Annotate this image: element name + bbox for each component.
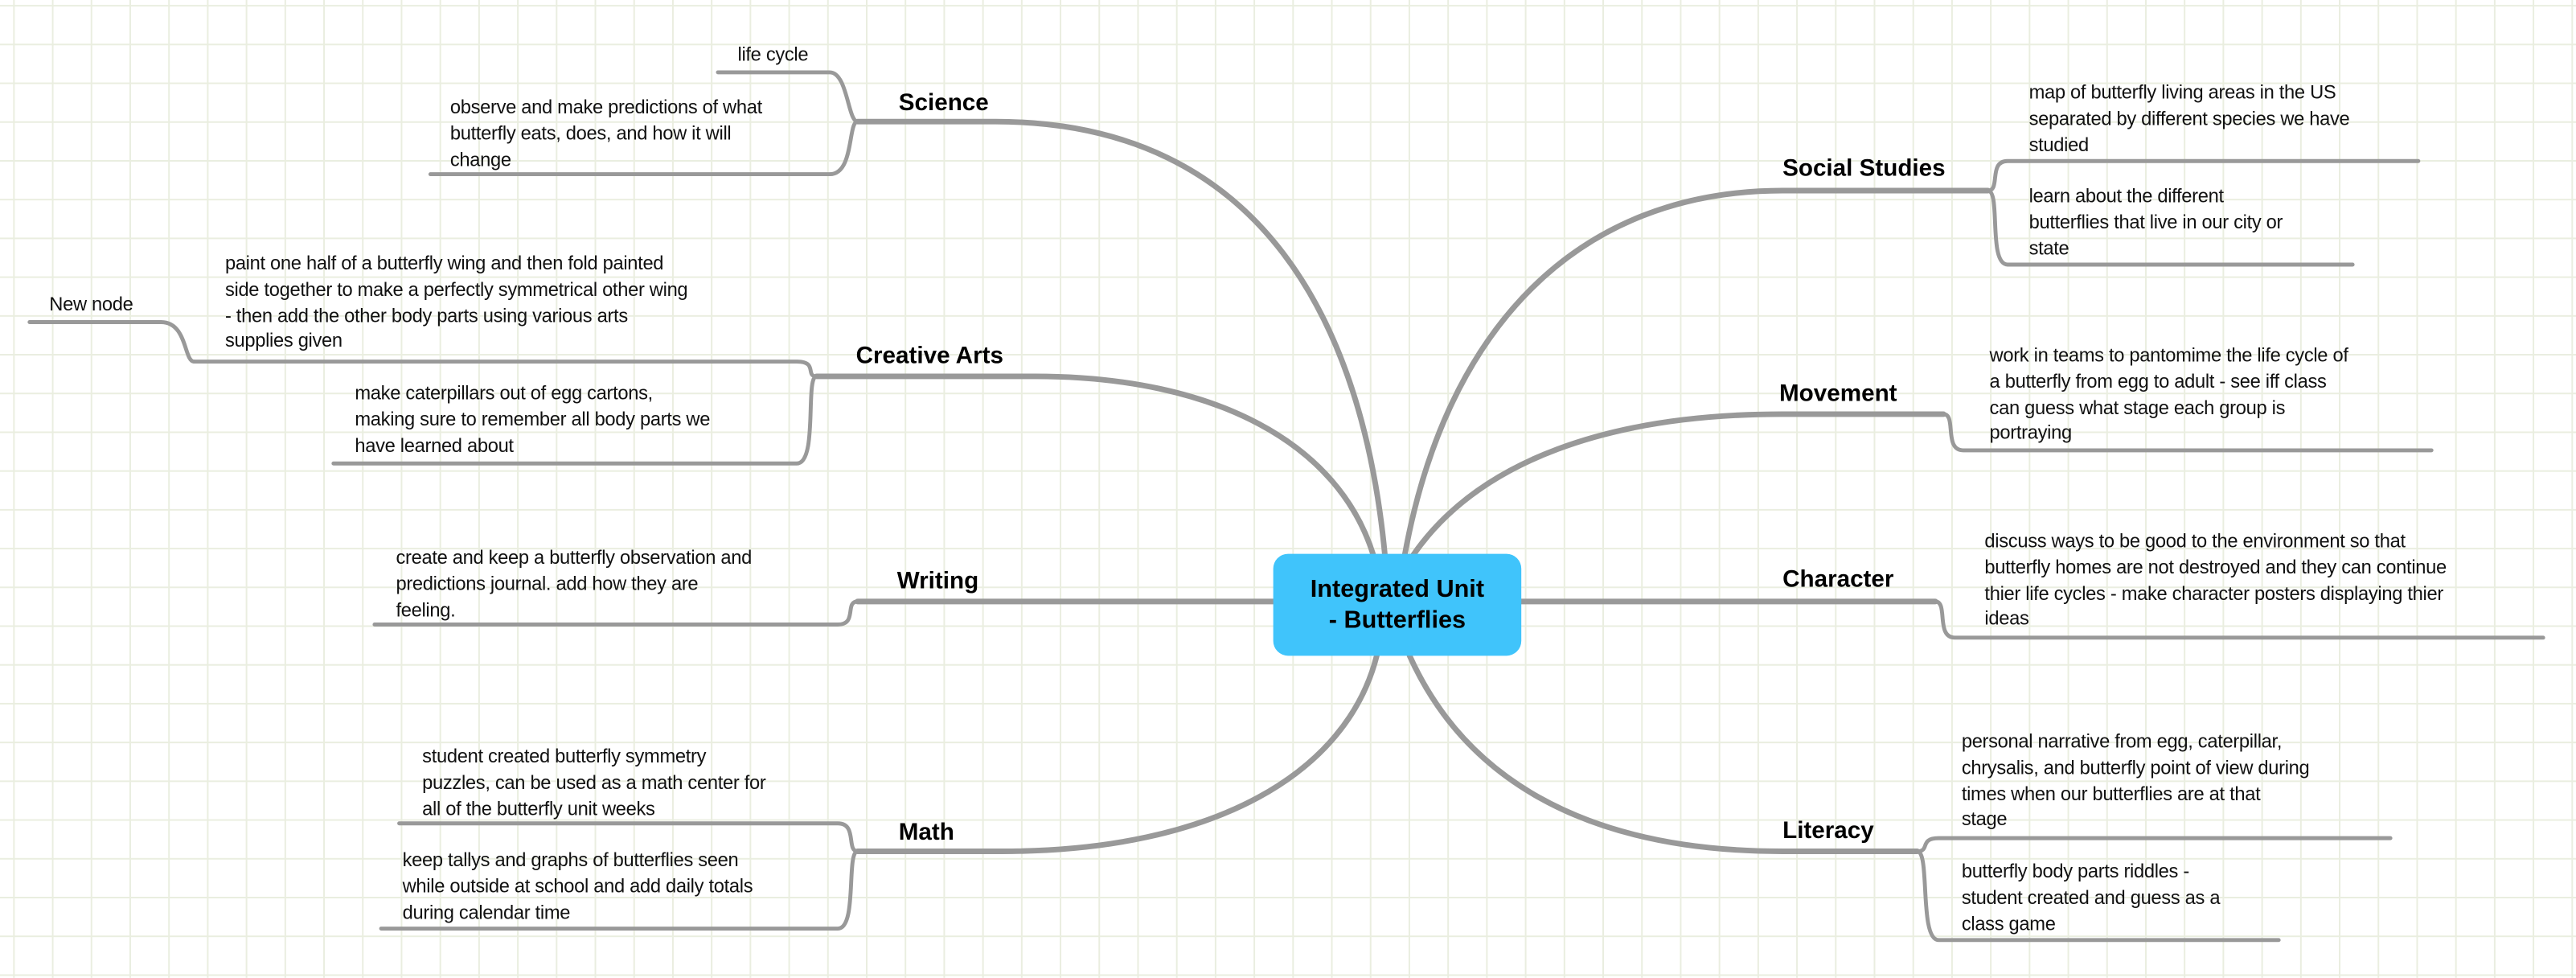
- connector-science-1: [716, 70, 860, 124]
- subtopic-writing-journal[interactable]: create and keep a butterfly observation …: [396, 547, 752, 621]
- topic-social-studies[interactable]: Social Studies: [1782, 156, 1946, 183]
- topic-math[interactable]: Math: [898, 820, 954, 847]
- connector-movement: [1409, 411, 1946, 559]
- connector-literacy: [1406, 652, 1921, 854]
- topic-movement[interactable]: Movement: [1779, 381, 1897, 408]
- subtopic-social-map[interactable]: map of butterfly living areas in the US …: [2028, 82, 2350, 156]
- subtopic-math-tallys[interactable]: keep tallys and graphs of butterflies se…: [402, 849, 753, 923]
- connector-science-2: [428, 119, 860, 177]
- topic-creative-arts[interactable]: Creative Arts: [855, 343, 1003, 370]
- connector-literacy-2: [1915, 849, 2281, 943]
- topic-literacy[interactable]: Literacy: [1782, 818, 1874, 845]
- connector-literacy-1: [1915, 836, 2393, 853]
- subtopic-science-observe[interactable]: observe and make predictions of what but…: [449, 97, 762, 171]
- connector-character-1: [1933, 599, 2545, 640]
- connector-movement-1: [1941, 412, 2434, 453]
- subtopic-social-learn[interactable]: learn about the different butterflies th…: [2028, 185, 2283, 260]
- connector-creative-1: [191, 360, 819, 379]
- connector-writing-1: [372, 599, 860, 627]
- central-topic[interactable]: Integrated Unit - Butterflies: [1273, 553, 1522, 656]
- connector-creative-2: [331, 374, 819, 466]
- subtopic-creative-caterpillars[interactable]: make caterpillars out of egg cartons, ma…: [355, 383, 711, 457]
- topic-character[interactable]: Character: [1782, 566, 1894, 594]
- topic-science[interactable]: Science: [898, 90, 989, 117]
- connector-social-1: [1986, 158, 2421, 193]
- connector-math-1: [397, 821, 860, 853]
- connector-new-node: [27, 320, 196, 364]
- subtopic-character-environment[interactable]: discuss ways to be good to the environme…: [1984, 531, 2447, 631]
- subtopic-literacy-narrative[interactable]: personal narrative from egg, caterpillar…: [1961, 731, 2310, 831]
- subtopic-creative-paint[interactable]: paint one half of a butterfly wing and t…: [224, 253, 688, 353]
- connector-social-2: [1986, 188, 2355, 267]
- subtopic-literacy-riddles[interactable]: butterfly body parts riddles - student c…: [1961, 861, 2221, 935]
- subtopic-new-node[interactable]: New node: [49, 294, 133, 316]
- subtopic-movement-pantomime[interactable]: work in teams to pantomime the life cycl…: [1989, 345, 2348, 445]
- connector-social-studies: [1401, 187, 1991, 559]
- connector-math: [855, 652, 1380, 854]
- connector-math-2: [379, 849, 860, 931]
- topic-writing[interactable]: Writing: [896, 569, 979, 595]
- subtopic-math-puzzles[interactable]: student created butterfly symmetry puzzl…: [422, 746, 766, 820]
- connector-science: [855, 118, 1388, 559]
- connector-creative-arts: [814, 373, 1376, 559]
- subtopic-science-life-cycle[interactable]: life cycle: [737, 44, 809, 66]
